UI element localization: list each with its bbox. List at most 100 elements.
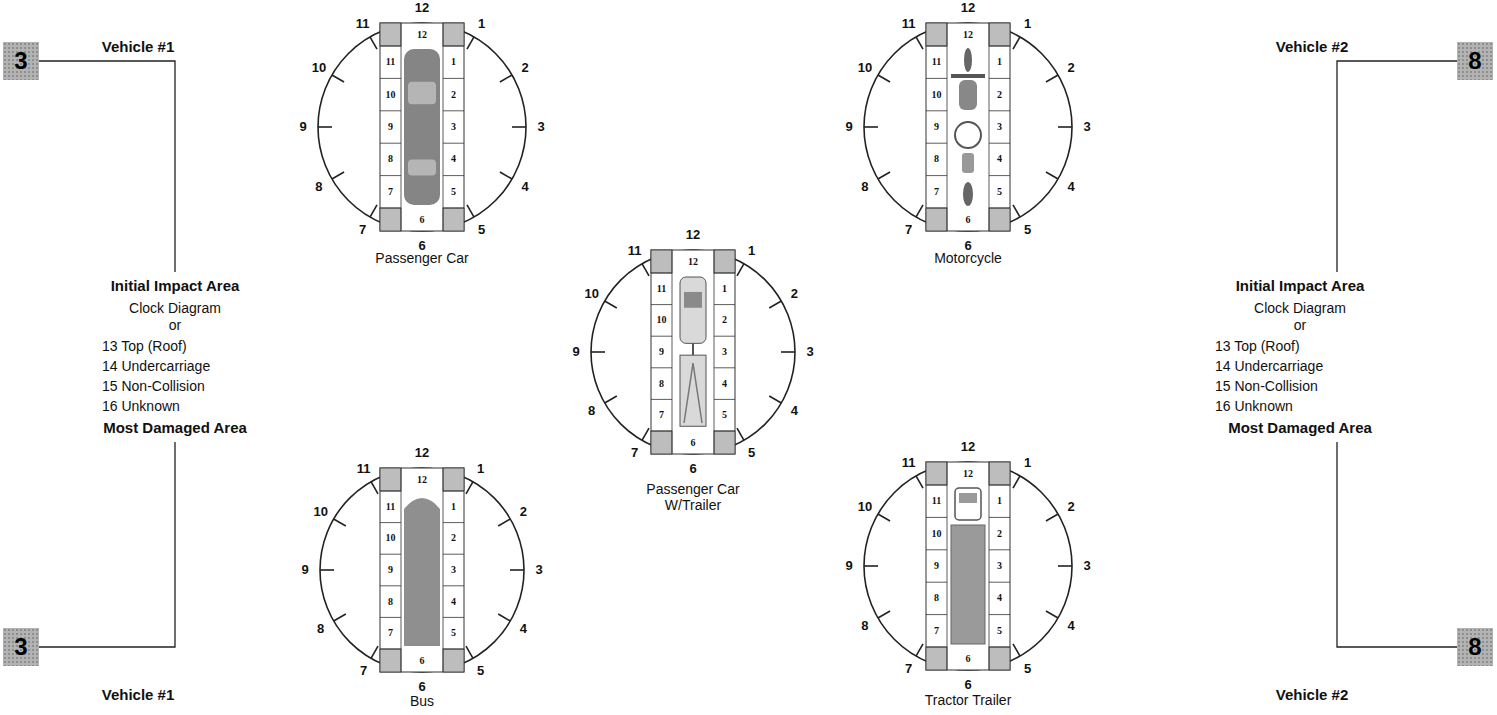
area-heading: Most Damaged Area [103,419,247,436]
vehicle-code-box: 3 [3,628,39,666]
clock-number: 9 [301,563,308,578]
zone-number: 3 [997,121,1002,133]
clock-tick [1013,644,1020,656]
clock-number: 7 [631,446,638,461]
clock-tick [1046,75,1058,82]
clock-number: 3 [1083,559,1090,574]
zone-number: 1 [997,56,1002,68]
clock-tick [466,482,473,494]
code-item: 15 Non-Collision [102,378,205,394]
zone-number: 7 [388,627,393,639]
clock-number: 6 [689,462,696,477]
zone-number: 4 [451,596,456,608]
clock-number: 7 [359,223,366,238]
zone-number: 6 [966,653,971,665]
zone-number: 12 [417,474,427,486]
code-item: 14 Undercarriage [1215,358,1323,374]
zone-number: 5 [997,625,1002,637]
zone-number: 10 [386,89,396,101]
corner-cell [989,647,1010,670]
zone-number: 12 [417,29,427,41]
clock-diagram [591,250,795,454]
clock-tick [605,301,617,308]
vehicle-caption: Motorcycle [934,250,1002,266]
clock-number: 4 [1067,179,1074,194]
clock-number: 7 [360,664,367,679]
vehicle-code-box: 3 [3,42,39,80]
zone-number: 1 [451,56,456,68]
vehicle-silhouette [951,488,985,644]
clock-tick [605,396,617,403]
clock-tick [916,37,923,49]
clock-number: 9 [299,120,306,135]
zone-number: 12 [963,468,973,480]
zone-number: 4 [997,154,1002,166]
clock-tick [878,514,890,521]
clock-number: 4 [520,621,527,636]
clock-tick [332,75,344,82]
zone-number: 8 [659,378,664,390]
clock-tick [864,126,878,128]
clock-number: 5 [477,664,484,679]
clock-circle [320,468,524,672]
clock-number: 11 [902,16,916,31]
zone-grid [926,23,1010,231]
zone-grid [926,462,1010,670]
clock-number: 1 [748,243,755,258]
clock-number: 12 [415,1,429,16]
corner-cell [926,647,947,670]
clock-circle [318,23,526,231]
clock-number: 3 [806,345,813,360]
zone-number: 10 [657,315,667,327]
zone-number: 8 [934,154,939,166]
zone-number: 5 [451,186,456,198]
clock-number: 4 [791,403,798,418]
clock-tick [737,264,744,276]
bracket-line [1337,442,1457,647]
clock-tick [500,75,512,82]
zone-number: 11 [657,283,666,295]
note-text: Clock Diagram [1254,300,1346,316]
clock-tick [878,75,890,82]
clock-number: 4 [521,179,528,194]
clock-tick [371,482,378,494]
zone-number: 2 [451,89,456,101]
clock-number: 11 [357,461,371,476]
zone-number: 5 [722,409,727,421]
clock-number: 12 [961,1,975,16]
vehicle-caption: Bus [410,693,434,709]
clock-diagram [864,23,1072,231]
vehicle-code: 3 [14,49,27,73]
clock-number: 6 [418,680,425,695]
corner-cell [443,649,464,672]
zone-grid [380,23,464,231]
clock-tick [878,172,890,179]
note-text: or [169,317,181,333]
clock-tick [769,301,781,308]
clock-number: 9 [845,559,852,574]
zone-number: 12 [963,29,973,41]
zone-number: 9 [659,346,664,358]
clock-tick [318,126,332,128]
clock-tick [334,614,346,621]
zone-number: 2 [997,89,1002,101]
zone-number: 2 [997,528,1002,540]
zone-number: 3 [997,560,1002,572]
clock-tick [591,351,605,353]
clock-diagram [318,23,526,231]
clock-tick [737,428,744,440]
vehicle-code-box: 8 [1457,42,1493,80]
zone-number: 10 [932,528,942,540]
zone-number: 8 [934,593,939,605]
clock-number: 1 [1024,16,1031,31]
zone-number: 11 [932,56,941,68]
code-item: 16 Unknown [1215,398,1293,414]
clock-tick [498,519,510,526]
clock-number: 12 [415,446,429,461]
clock-number: 10 [312,60,326,75]
clock-number: 11 [902,455,916,470]
code-item: 14 Undercarriage [102,358,210,374]
zone-number: 7 [934,186,939,198]
clock-tick [334,519,346,526]
